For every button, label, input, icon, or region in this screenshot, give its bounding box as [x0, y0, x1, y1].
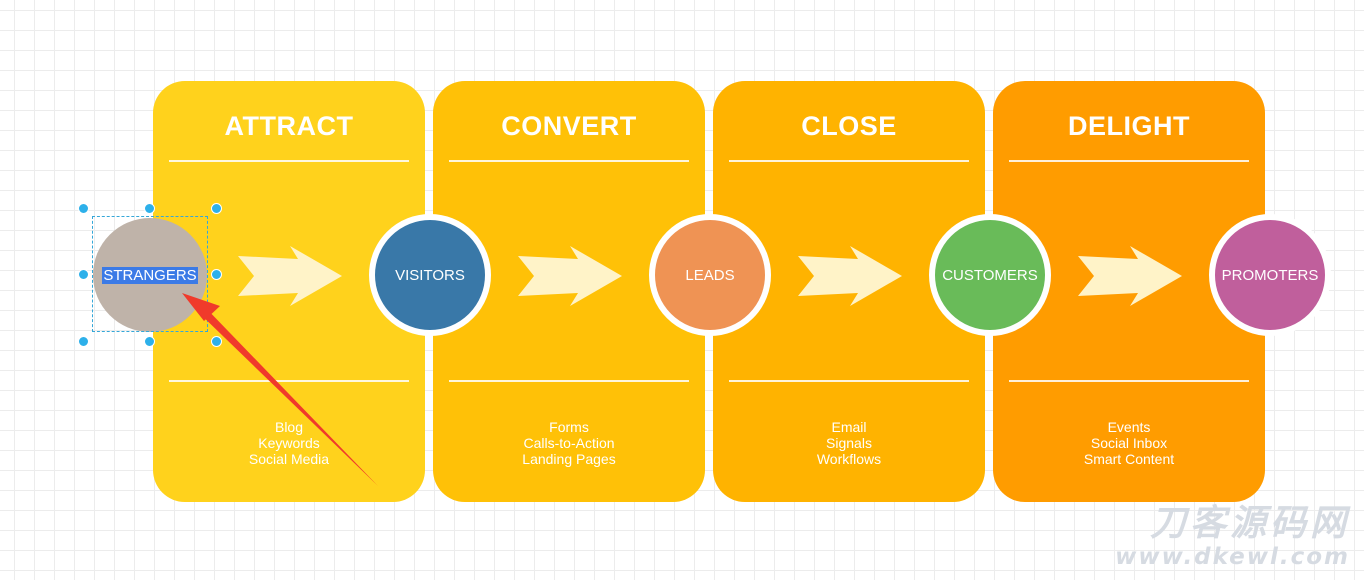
stage-items: Forms Calls-to-Action Landing Pages [433, 419, 705, 467]
watermark-url: www.dkewl.com [1115, 544, 1350, 570]
resize-handle-sw[interactable] [78, 336, 89, 347]
chevron-arrow-icon[interactable] [798, 246, 902, 306]
chevron-arrow-icon[interactable] [238, 246, 342, 306]
node-label: CUSTOMERS [942, 266, 1038, 284]
chevron-arrow-icon[interactable] [518, 246, 622, 306]
node-label[interactable]: STRANGERS [102, 266, 198, 284]
resize-handle-e[interactable] [211, 269, 222, 280]
stage-item: Calls-to-Action [523, 435, 615, 451]
resize-handle-ne[interactable] [211, 203, 222, 214]
resize-handle-w[interactable] [78, 269, 89, 280]
stage-item: Social Inbox [1090, 435, 1168, 451]
resize-handle-nw[interactable] [78, 203, 89, 214]
node-visitors[interactable]: VISITORS [369, 214, 491, 336]
node-label: LEADS [685, 266, 735, 284]
chevron-arrow-icon[interactable] [1078, 246, 1182, 306]
node-leads[interactable]: LEADS [649, 214, 771, 336]
divider [729, 380, 969, 382]
stage-items: Email Signals Workflows [713, 419, 985, 467]
selection-box [92, 216, 208, 332]
stage-item: Landing Pages [522, 451, 616, 467]
resize-handle-n[interactable] [144, 203, 155, 214]
node-customers[interactable]: CUSTOMERS [929, 214, 1051, 336]
stage-title: ATTRACT [224, 111, 354, 141]
divider [169, 160, 409, 162]
stage-items: Blog Keywords Social Media [153, 419, 425, 467]
stage-items: Events Social Inbox Smart Content [993, 419, 1265, 467]
node-promoters[interactable]: PROMOTERS [1209, 214, 1331, 336]
divider [169, 380, 409, 382]
stage-title: CLOSE [801, 111, 897, 141]
stage-title: DELIGHT [1068, 111, 1190, 141]
stage-item: Workflows [816, 451, 882, 467]
stage-title: CONVERT [501, 111, 637, 141]
stage-item: Signals [826, 435, 872, 451]
divider [1009, 160, 1249, 162]
stage-item: Events [1107, 419, 1151, 435]
node-label: PROMOTERS [1221, 266, 1319, 284]
stage-item: Smart Content [1083, 451, 1175, 467]
resize-handle-se[interactable] [211, 336, 222, 347]
stage-item: Forms [549, 419, 589, 435]
divider [449, 160, 689, 162]
stage-item: Social Media [248, 451, 330, 467]
stage-item: Email [831, 419, 867, 435]
node-label: VISITORS [395, 266, 465, 284]
stage-item: Blog [274, 419, 304, 435]
divider [449, 380, 689, 382]
watermark: 刀客源码网 www.dkewl.com [1115, 503, 1350, 571]
divider [1009, 380, 1249, 382]
stage-item: Keywords [258, 435, 320, 451]
node-strangers[interactable]: STRANGERS [93, 218, 207, 332]
watermark-title: 刀客源码网 [1149, 503, 1350, 544]
divider [729, 160, 969, 162]
resize-handle-s[interactable] [144, 336, 155, 347]
